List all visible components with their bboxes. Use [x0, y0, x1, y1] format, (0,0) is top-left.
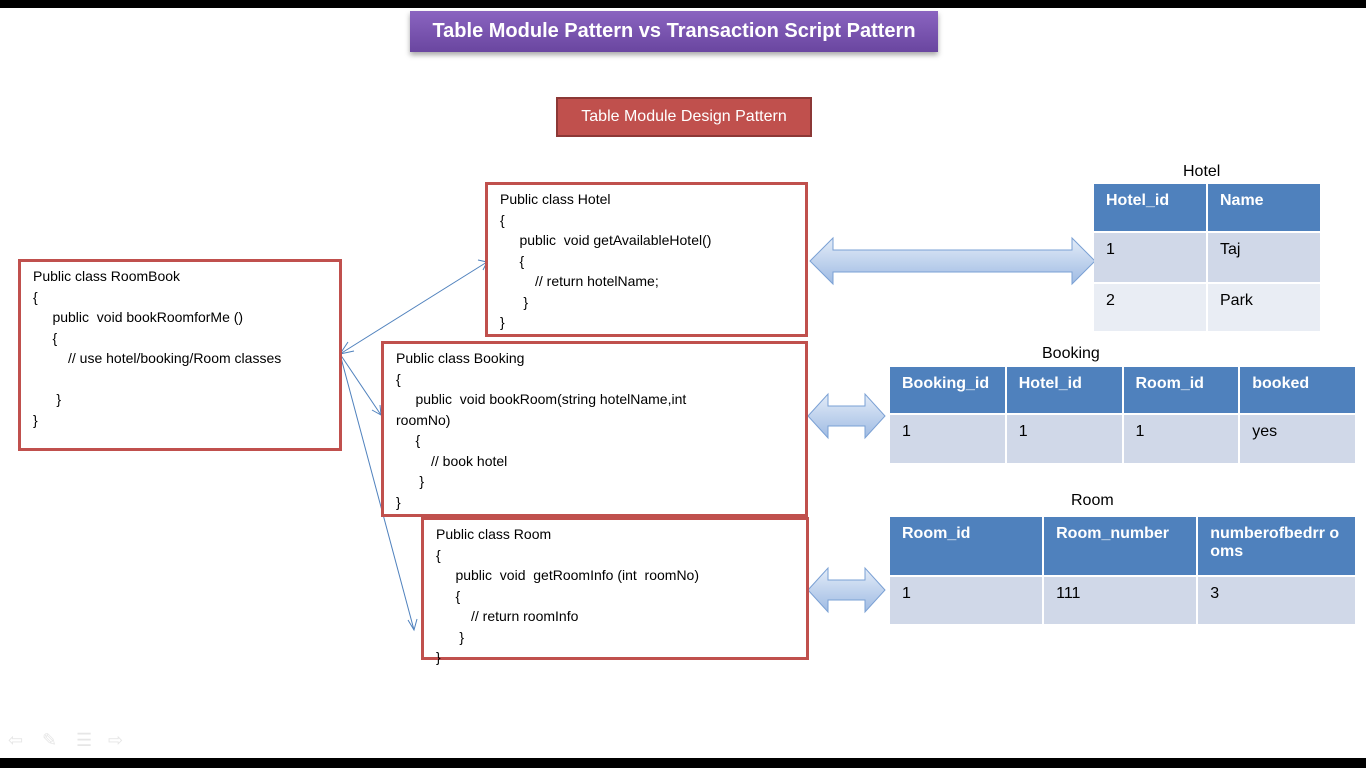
roombook-class-box: Public class RoomBook { public void book… — [18, 259, 342, 451]
header-cell: Room_id — [890, 517, 1043, 575]
room-table-caption: Room — [1071, 492, 1114, 509]
bottom-bar — [0, 758, 1366, 768]
header-cell: Hotel_id — [1006, 367, 1122, 413]
connector-hotel — [339, 261, 488, 355]
subtitle-box: Table Module Design Pattern — [556, 97, 812, 137]
header-cell: Booking_id — [890, 367, 1005, 413]
double-arrow-hotel — [809, 236, 1096, 286]
header-cell: Hotel_id — [1094, 184, 1206, 231]
cell: 1 — [1006, 415, 1122, 463]
double-arrow-room — [807, 566, 886, 614]
cell: 3 — [1198, 577, 1355, 624]
hotel-class-box: Public class Hotel { public void getAvai… — [485, 182, 808, 337]
header-cell: Room_number — [1044, 517, 1197, 575]
booking-table-caption: Booking — [1042, 345, 1100, 362]
menu-icon[interactable]: ☰ — [76, 730, 93, 750]
booking-class-box: Public class Booking { public void bookR… — [381, 341, 808, 517]
cell: Park — [1208, 284, 1320, 331]
next-icon[interactable]: ⇨ — [108, 730, 124, 750]
connector-room — [339, 353, 415, 631]
cell: Taj — [1208, 233, 1320, 282]
header-cell: Room_id — [1123, 367, 1239, 413]
cell: 1 — [890, 577, 1043, 624]
pen-icon[interactable]: ✎ — [42, 730, 58, 750]
room-class-box: Public class Room { public void getRoomI… — [421, 517, 809, 665]
connector-booking — [339, 353, 382, 416]
header-cell: Name — [1208, 184, 1320, 231]
cell: 2 — [1094, 284, 1206, 331]
cell: 1 — [1123, 415, 1239, 463]
previous-icon[interactable]: ⇦ — [8, 730, 24, 750]
slide-title: Table Module Pattern vs Transaction Scri… — [410, 11, 938, 52]
hotel-table-caption: Hotel — [1183, 163, 1221, 180]
header-cell: numberofbedrr ooms — [1198, 517, 1355, 575]
cell: 1 — [890, 415, 1005, 463]
double-arrow-booking — [807, 392, 886, 440]
top-bar — [0, 0, 1366, 8]
cell: 111 — [1044, 577, 1197, 624]
cell: 1 — [1094, 233, 1206, 282]
cell: yes — [1240, 415, 1355, 463]
header-cell: booked — [1240, 367, 1355, 413]
